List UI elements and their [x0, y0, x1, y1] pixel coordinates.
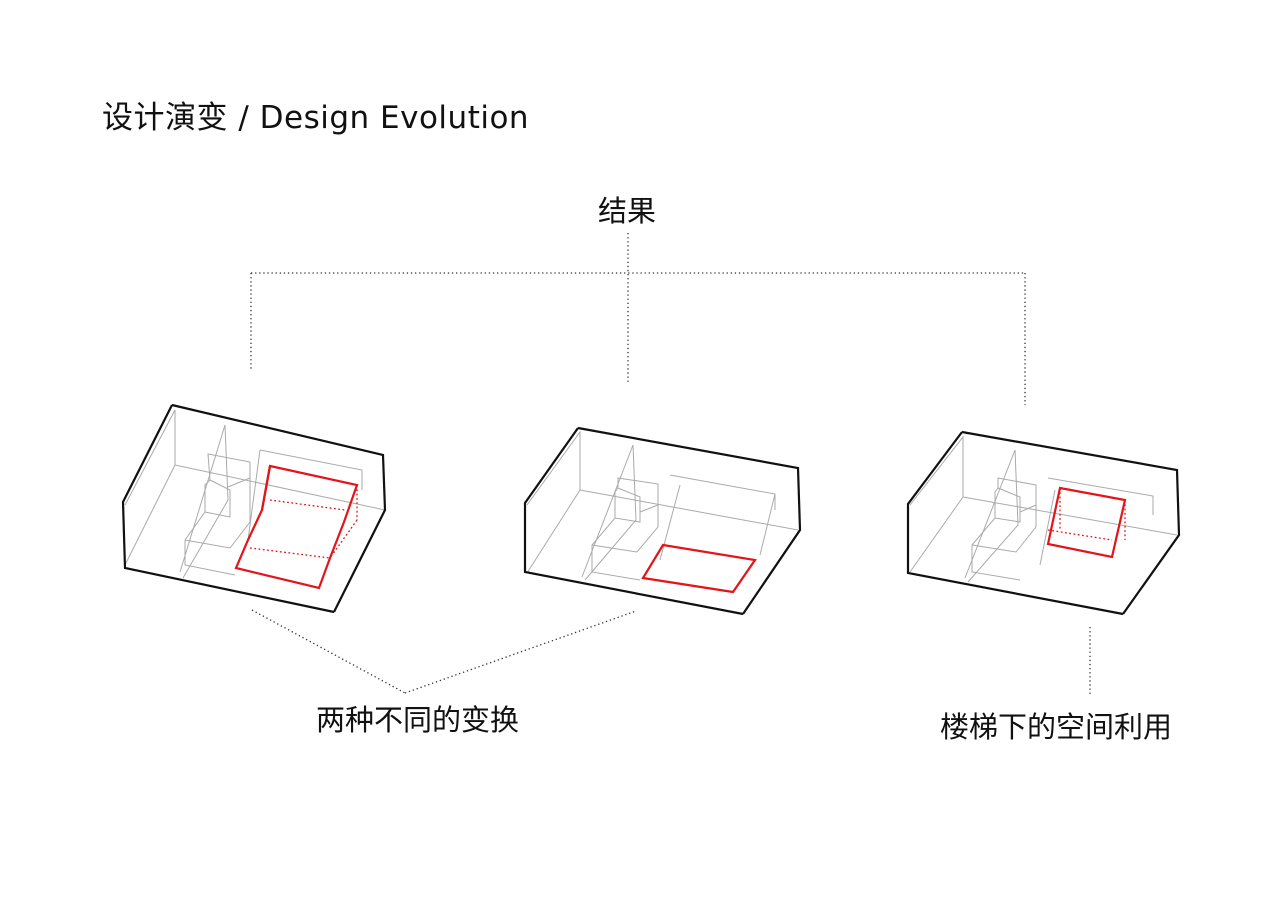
- transform-connector-lines: [251, 609, 637, 694]
- page-title: 设计演变 / Design Evolution: [102, 100, 530, 136]
- model-left-transformation-a: [121, 403, 387, 614]
- model-right-under-stair-use: [906, 430, 1181, 616]
- under-stair-space-label: 楼梯下的空间利用: [940, 710, 1173, 744]
- result-connector-lines: [250, 233, 1026, 405]
- two-transformations-label: 两种不同的变换: [316, 703, 520, 737]
- model-middle-transformation-b: [523, 426, 802, 616]
- result-label: 结果: [598, 194, 657, 228]
